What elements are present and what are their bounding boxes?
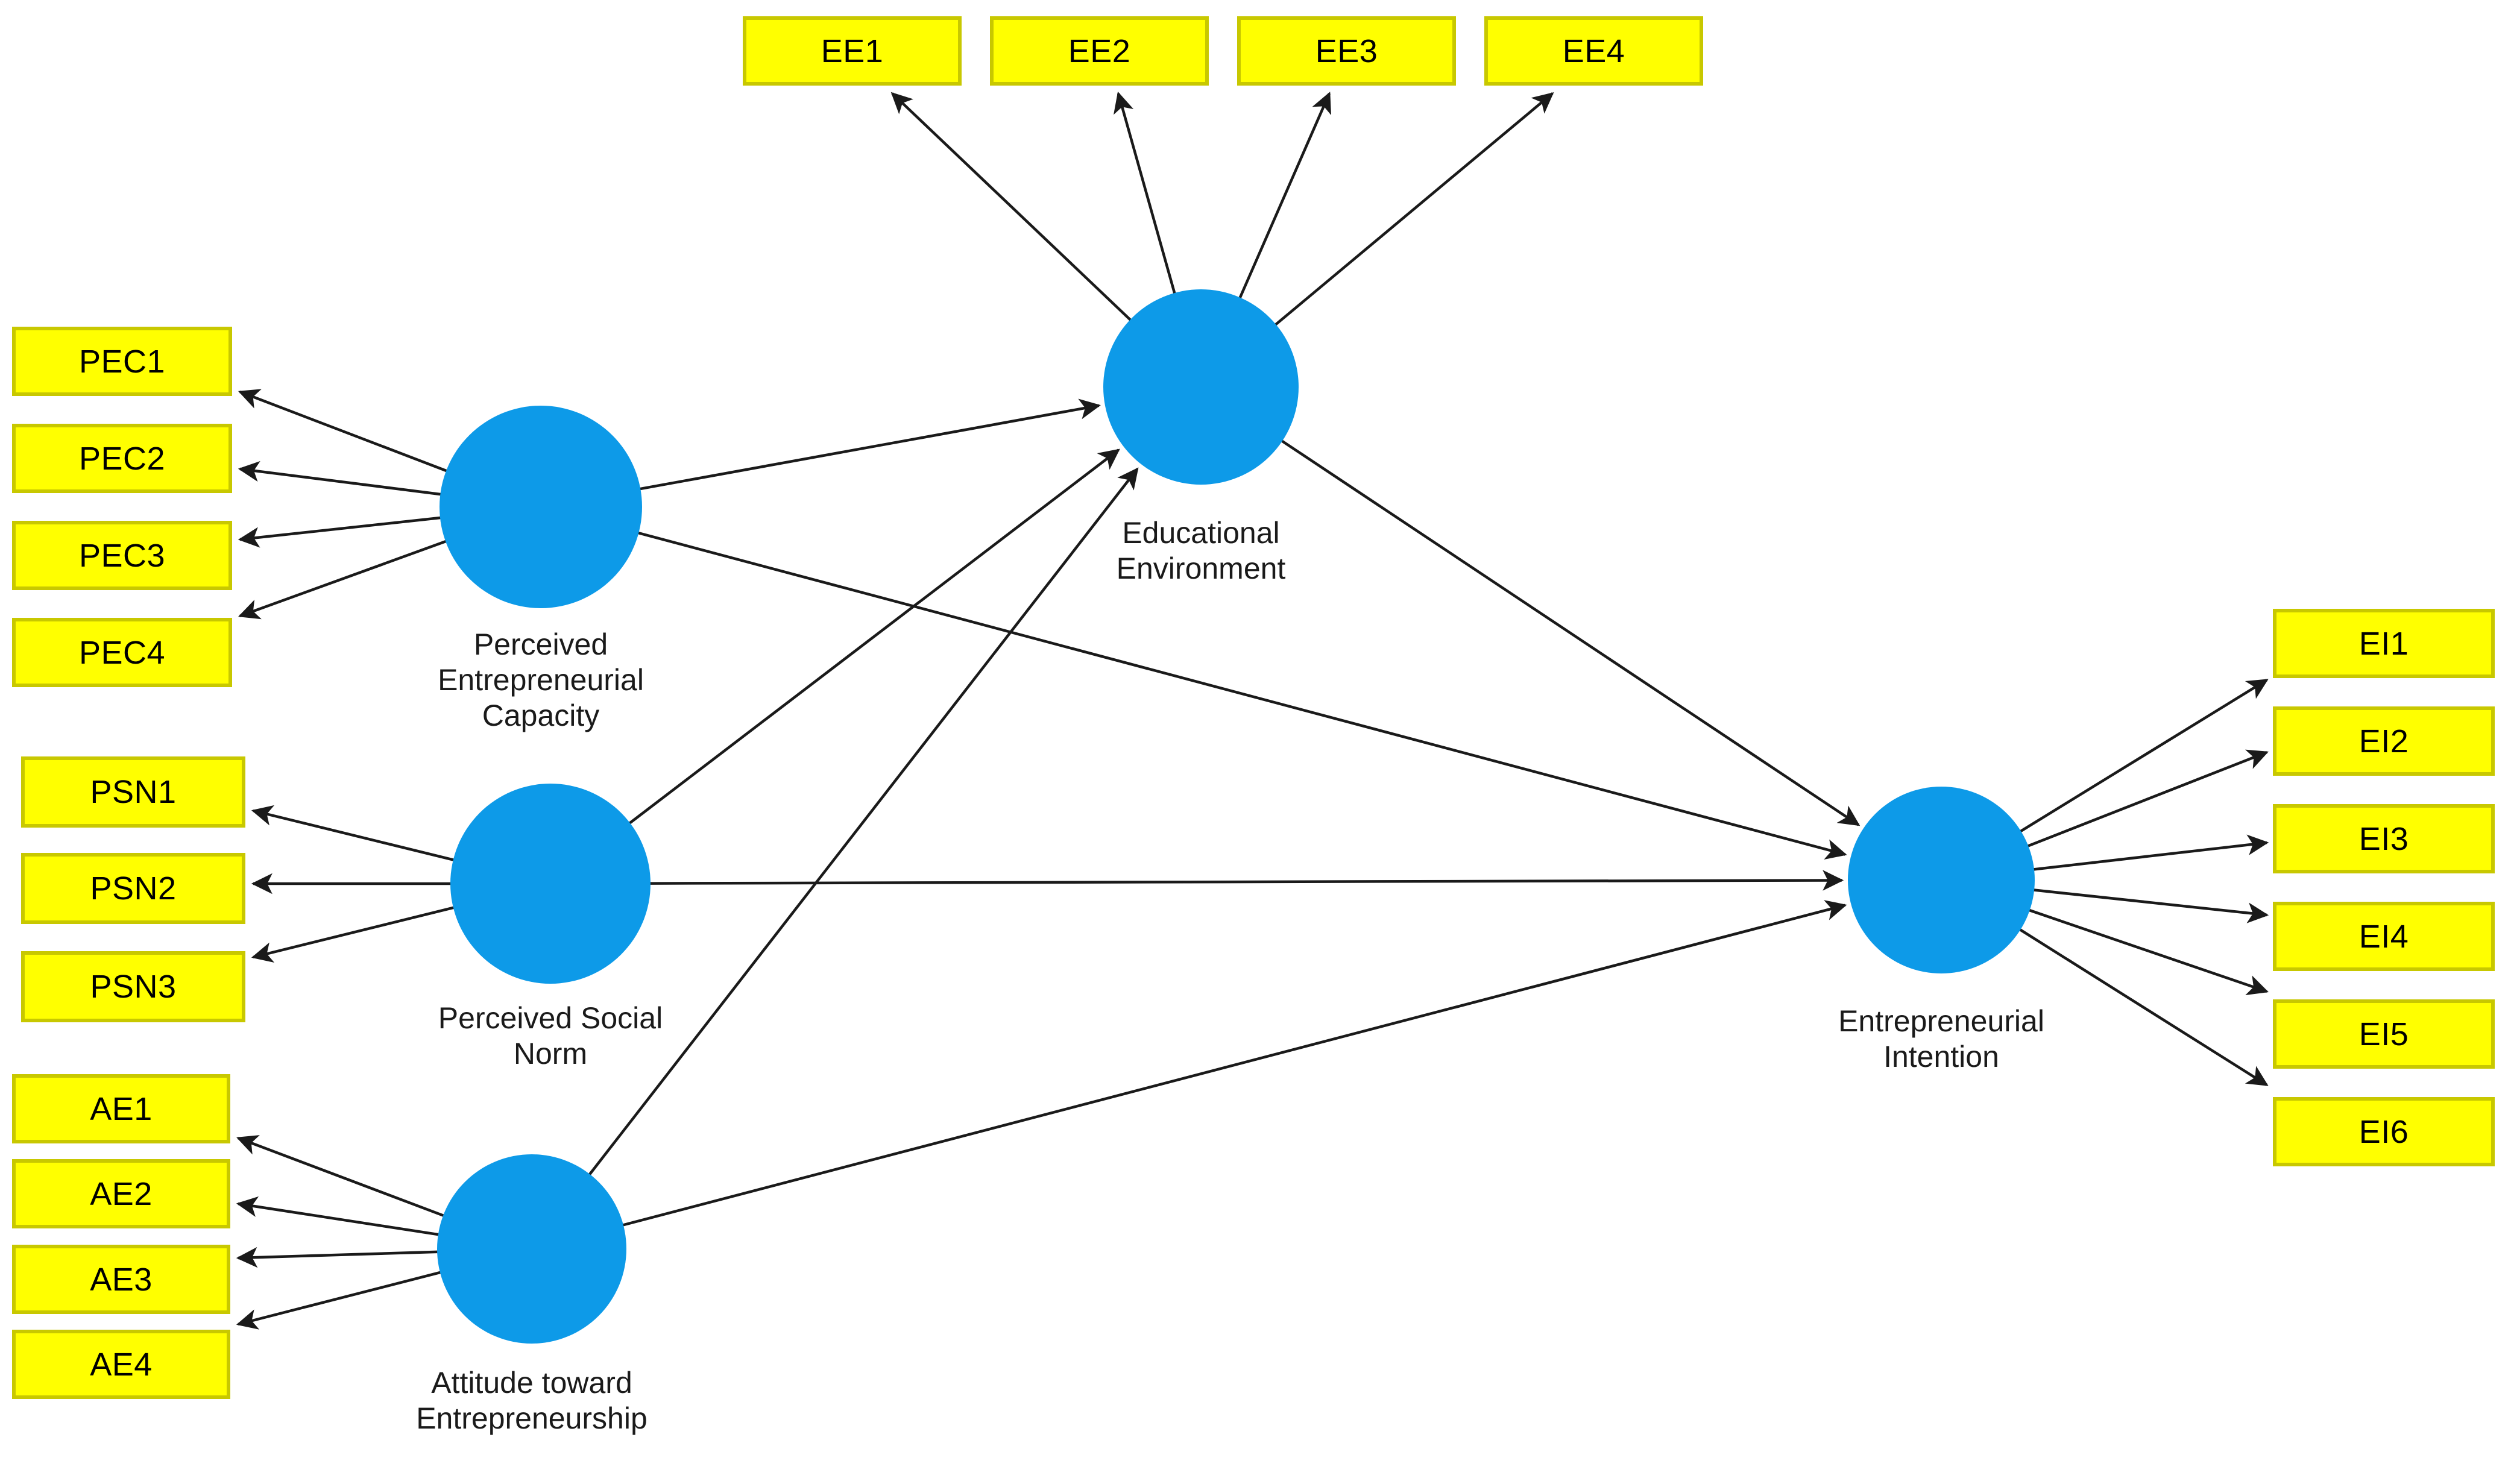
indicator-label-ei5: EI5 [2358, 1016, 2409, 1052]
structural-arrow-psn-to-ei [649, 870, 1844, 891]
indicator-box-ei4[interactable]: EI4 [2273, 902, 2495, 971]
loading-arrow-psn-psn3 [251, 905, 456, 963]
structural-arrow-pec-to-ee [638, 398, 1101, 491]
indicator-box-ei1[interactable]: EI1 [2273, 609, 2495, 678]
loading-arrow-ei-ei1 [2018, 679, 2269, 834]
loading-arrow-ee-ee3 [1238, 92, 1331, 301]
latent-label-ae: Attitude toward Entrepreneurship [416, 1366, 647, 1435]
indicator-box-ei6[interactable]: EI6 [2273, 1097, 2495, 1166]
indicator-label-psn1: PSN1 [90, 774, 177, 810]
structural-arrow-psn-to-ee [628, 448, 1120, 825]
indicator-box-pec4[interactable]: PEC4 [12, 618, 232, 687]
latent-label-pec: Perceived Entrepreneurial Capacity [438, 627, 644, 732]
loading-arrow-ei-ei2 [2025, 749, 2269, 848]
indicator-label-ei2: EI2 [2358, 723, 2409, 759]
latent-circle-psn[interactable] [450, 784, 651, 984]
latent-label-ei: Entrepreneurial Intention [1838, 1004, 2044, 1074]
latent-circle-pec[interactable] [440, 406, 642, 608]
indicator-box-ae4[interactable]: AE4 [12, 1330, 230, 1399]
loading-arrow-ae-ae3 [236, 1247, 440, 1268]
indicator-label-ae2: AE2 [90, 1175, 153, 1212]
indicator-box-ee2[interactable]: EE2 [990, 16, 1209, 86]
loading-arrow-ae-ae2 [236, 1196, 441, 1236]
structural-arrow-ae-to-ei [622, 900, 1847, 1227]
indicator-label-psn2: PSN2 [90, 870, 177, 907]
indicator-label-ee1: EE1 [821, 33, 884, 69]
indicator-label-ae3: AE3 [90, 1261, 153, 1298]
indicator-label-ei4: EI4 [2358, 918, 2409, 955]
structural-arrow-pec-to-ei [637, 531, 1847, 860]
latent-circle-ae[interactable] [437, 1154, 626, 1344]
indicator-box-ei3[interactable]: EI3 [2273, 804, 2495, 873]
indicator-box-ae1[interactable]: AE1 [12, 1074, 230, 1143]
indicator-box-ae2[interactable]: AE2 [12, 1159, 230, 1228]
indicator-box-pec3[interactable]: PEC3 [12, 521, 232, 590]
indicator-label-psn3: PSN3 [90, 969, 177, 1005]
indicator-label-pec3: PEC3 [78, 537, 166, 574]
indicator-label-pec1: PEC1 [78, 343, 166, 380]
indicator-label-ae1: AE1 [90, 1090, 153, 1127]
indicator-label-ae4: AE4 [90, 1346, 153, 1383]
loading-arrow-ee-ee4 [1273, 92, 1554, 327]
loading-arrow-psn-psn1 [251, 805, 456, 862]
indicator-label-ei1: EI1 [2358, 625, 2409, 662]
indicator-box-psn2[interactable]: PSN2 [21, 853, 245, 924]
loading-arrow-ei-ei6 [2017, 927, 2269, 1086]
indicator-box-psn1[interactable]: PSN1 [21, 756, 245, 828]
loading-arrow-ae-ae1 [236, 1135, 446, 1218]
indicator-label-ee3: EE3 [1315, 33, 1378, 69]
indicator-box-pec1[interactable]: PEC1 [12, 327, 232, 396]
indicator-label-ei3: EI3 [2358, 820, 2409, 857]
loading-arrow-ee-ee2 [1114, 91, 1177, 296]
indicator-box-ae3[interactable]: AE3 [12, 1245, 230, 1314]
indicator-label-pec4: PEC4 [78, 634, 166, 671]
latent-circle-ei[interactable] [1848, 787, 2035, 973]
structural-arrow-ee-to-ei [1280, 439, 1861, 826]
loading-arrow-ee-ee1 [890, 92, 1133, 322]
latent-label-psn: Perceived Social Norm [438, 1001, 663, 1071]
indicator-box-ei5[interactable]: EI5 [2273, 999, 2495, 1069]
indicator-label-pec2: PEC2 [78, 440, 166, 477]
indicator-box-pec2[interactable]: PEC2 [12, 424, 232, 493]
loading-arrow-pec-pec3 [238, 516, 443, 548]
loading-arrow-ei-ei3 [2031, 834, 2269, 872]
indicator-box-ei2[interactable]: EI2 [2273, 706, 2495, 776]
indicator-label-ee4: EE4 [1562, 33, 1625, 69]
indicator-box-ee1[interactable]: EE1 [743, 16, 962, 86]
loading-arrow-ei-ei4 [2031, 888, 2269, 923]
loading-arrow-pec-pec4 [238, 539, 449, 620]
indicator-box-ee4[interactable]: EE4 [1484, 16, 1703, 86]
loading-arrow-ei-ei5 [2027, 908, 2269, 995]
loading-arrow-pec-pec2 [238, 461, 443, 496]
structural-arrow-ae-to-ee [588, 467, 1139, 1176]
latent-label-ee: Educational Environment [1116, 516, 1286, 585]
loading-arrow-ae-ae4 [236, 1270, 443, 1330]
indicator-box-psn3[interactable]: PSN3 [21, 951, 245, 1022]
latent-circle-ee[interactable] [1103, 289, 1299, 485]
indicator-box-ee3[interactable]: EE3 [1237, 16, 1456, 86]
loading-arrow-pec-pec1 [238, 389, 449, 473]
indicator-label-ei6: EI6 [2358, 1113, 2409, 1150]
indicator-label-ee2: EE2 [1068, 33, 1131, 69]
